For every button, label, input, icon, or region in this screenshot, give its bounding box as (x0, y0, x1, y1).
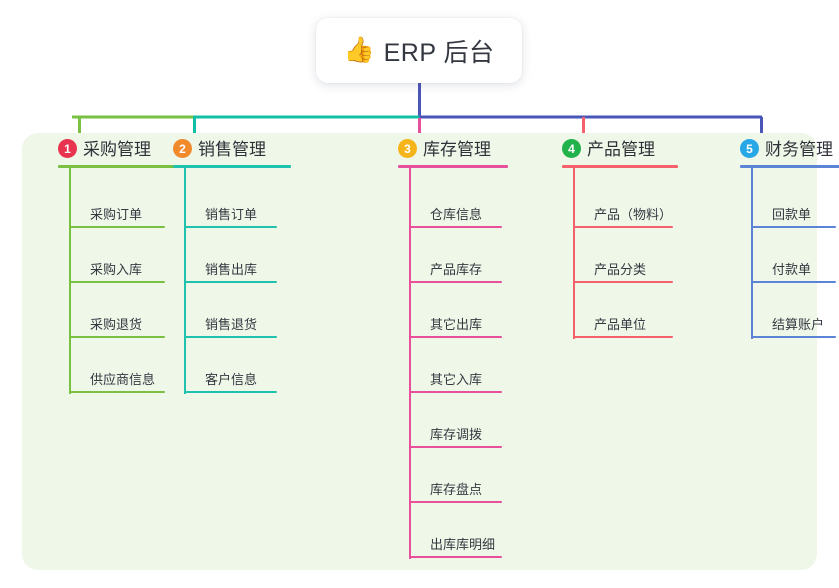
module-number-badge: 2 (173, 139, 192, 158)
module-title: 产品管理 (587, 140, 655, 159)
module-item[interactable]: 其它出库 (409, 308, 502, 338)
module-item[interactable]: 产品（物料） (573, 198, 673, 228)
module-item-label: 采购订单 (90, 207, 143, 222)
module-item-rule (573, 281, 673, 283)
module-item-rule (69, 226, 165, 228)
modules-panel: 1 采购管理采购订单采购入库采购退货供应商信息 2 销售管理销售订单销售出库销售退货客… (22, 133, 839, 570)
module-item[interactable]: 销售退货 (184, 308, 277, 338)
module-item[interactable]: 付款单 (751, 253, 836, 283)
module-item-label: 其它出库 (430, 317, 483, 332)
module-title: 销售管理 (198, 140, 266, 159)
module-header-rule (562, 165, 678, 168)
module-item-rule (184, 391, 277, 393)
module-item-rule (69, 391, 165, 393)
module-item-rule (184, 226, 277, 228)
module-item-label: 采购入库 (90, 262, 143, 277)
module-item[interactable]: 采购订单 (69, 198, 165, 228)
module-item[interactable]: 采购退货 (69, 308, 165, 338)
module-header-rule (173, 165, 291, 168)
module-header-rule (398, 165, 508, 168)
module-item-label: 库存盘点 (430, 482, 483, 497)
module-item[interactable]: 库存调拨 (409, 418, 502, 448)
module-item-rule (409, 446, 502, 448)
module-number-badge: 4 (562, 139, 581, 158)
module-item-rule (69, 336, 165, 338)
module-item[interactable]: 出库库明细 (409, 528, 502, 558)
module-item-label: 供应商信息 (90, 372, 156, 387)
module-item-label: 付款单 (772, 262, 812, 277)
module-item-rule (409, 336, 502, 338)
module-item[interactable]: 销售订单 (184, 198, 277, 228)
module-item[interactable]: 回款单 (751, 198, 836, 228)
module-item-rule (409, 226, 502, 228)
module-item-rule (751, 336, 836, 338)
module-item-rule (409, 501, 502, 503)
module-item[interactable]: 库存盘点 (409, 473, 502, 503)
module-number-badge: 5 (740, 139, 759, 158)
module-item[interactable]: 结算账户 (751, 308, 836, 338)
module-item[interactable]: 销售出库 (184, 253, 277, 283)
module-number-badge: 3 (398, 139, 417, 158)
module-item[interactable]: 客户信息 (184, 363, 277, 393)
module-item-rule (409, 391, 502, 393)
module-title: 库存管理 (423, 140, 491, 159)
module-item[interactable]: 仓库信息 (409, 198, 502, 228)
module-header-rule (58, 165, 180, 168)
module-item[interactable]: 采购入库 (69, 253, 165, 283)
module-item-label: 销售订单 (205, 207, 258, 222)
module-title: 财务管理 (765, 140, 833, 159)
module-item-rule (69, 281, 165, 283)
module-title: 采购管理 (83, 140, 151, 159)
module-spine (184, 166, 186, 394)
module-item-label: 回款单 (772, 207, 812, 222)
module-item-label: 销售退货 (205, 317, 258, 332)
module-item-label: 出库库明细 (430, 537, 496, 552)
module-item-label: 仓库信息 (430, 207, 483, 222)
module-item-label: 产品（物料） (594, 207, 673, 222)
module-item-rule (573, 226, 673, 228)
module-item[interactable]: 产品库存 (409, 253, 502, 283)
module-item-label: 产品单位 (594, 317, 647, 332)
module-item-label: 采购退货 (90, 317, 143, 332)
module-item-rule (409, 281, 502, 283)
module-item-label: 产品库存 (430, 262, 483, 277)
module-item-rule (751, 281, 836, 283)
module-item-label: 其它入库 (430, 372, 483, 387)
root-node-erp-backend[interactable]: 👍 ERP 后台 (316, 18, 522, 83)
module-item-label: 产品分类 (594, 262, 647, 277)
module-item-label: 销售出库 (205, 262, 258, 277)
module-item-label: 客户信息 (205, 372, 258, 387)
module-item-label: 库存调拨 (430, 427, 483, 442)
module-item[interactable]: 产品分类 (573, 253, 673, 283)
thumbs-up-icon: 👍 (343, 36, 375, 64)
module-header-rule (740, 165, 839, 168)
module-item-rule (751, 226, 836, 228)
module-item[interactable]: 其它入库 (409, 363, 502, 393)
module-item-rule (184, 336, 277, 338)
page-title: ERP 后台 (383, 38, 495, 67)
module-item[interactable]: 供应商信息 (69, 363, 165, 393)
module-item-rule (409, 556, 502, 558)
module-item-rule (573, 336, 673, 338)
module-spine (69, 166, 71, 394)
module-item-rule (184, 281, 277, 283)
module-spine (751, 166, 753, 339)
module-number-badge: 1 (58, 139, 77, 158)
module-item[interactable]: 产品单位 (573, 308, 673, 338)
module-spine (409, 166, 411, 559)
module-spine (573, 166, 575, 339)
module-item-label: 结算账户 (772, 317, 825, 332)
